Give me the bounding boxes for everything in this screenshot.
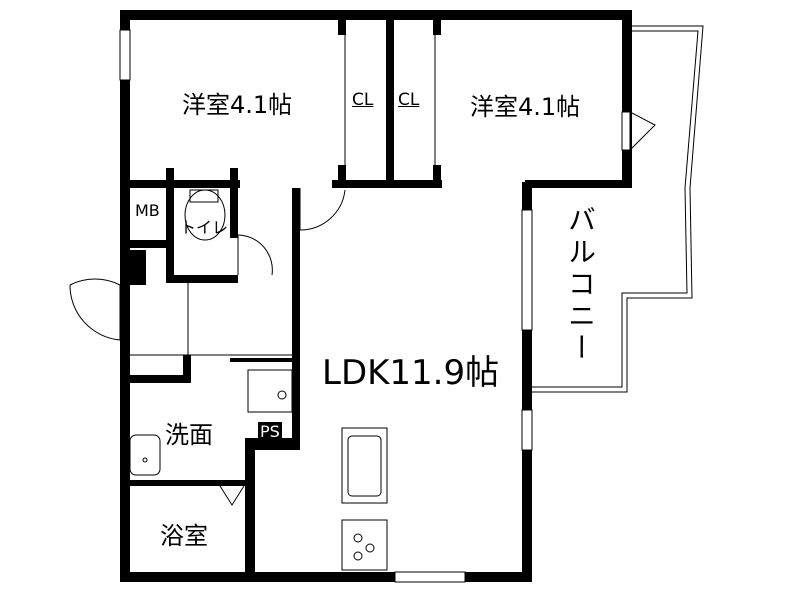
balcony-label: バルコニー bbox=[564, 205, 597, 365]
pipe-space-label: PS bbox=[258, 422, 282, 441]
room-label-western-2: 洋室4.1帖 bbox=[470, 93, 581, 121]
ldk-label: LDK11.9帖 bbox=[322, 353, 500, 393]
bathroom-label: 浴室 bbox=[160, 522, 208, 550]
closet-label-2: CL bbox=[398, 90, 420, 110]
closet-label-1: CL bbox=[352, 90, 374, 110]
toilet-label: トイレ bbox=[180, 218, 229, 237]
washroom-label: 洗面 bbox=[165, 421, 213, 449]
room-label-western-1: 洋室4.1帖 bbox=[182, 91, 293, 119]
balcony-outline bbox=[530, 25, 704, 393]
meter-box-label: MB bbox=[135, 201, 160, 220]
fixtures bbox=[69, 29, 656, 583]
walls bbox=[120, 10, 632, 582]
